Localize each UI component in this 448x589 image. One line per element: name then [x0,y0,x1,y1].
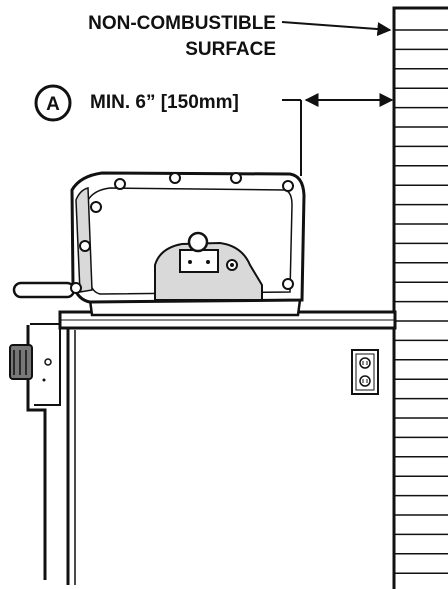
circle-letter-icon: A [34,84,72,122]
electrical-outlet-icon [351,349,379,395]
clearance-label: MIN. 6” [150mm] [90,92,239,113]
callout-letter: A [46,94,60,115]
surface-label-line2: SURFACE [185,39,276,60]
grill-cabinet [26,310,397,585]
surface-label-line1: NON-COMBUSTIBLE [88,13,276,34]
grill-head [12,171,306,317]
surface-leader-line [281,21,392,37]
clearance-dimension [282,93,394,176]
non-combustible-wall [392,6,448,589]
control-knob-icon [9,344,52,382]
